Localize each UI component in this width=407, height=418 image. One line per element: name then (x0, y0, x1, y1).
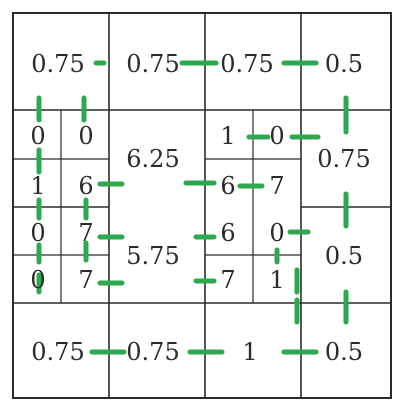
value-label-inner-8: 1 (269, 266, 284, 294)
value-label-inner-5: 6 (220, 219, 235, 247)
value-label-bottom-3: 1 (242, 338, 257, 366)
value-label-inner-7: 7 (220, 266, 235, 294)
value-label-bottom-2: 0.75 (126, 338, 179, 366)
value-label-left-1: 0 (30, 122, 45, 150)
value-label-inner-1: 1 (220, 122, 235, 150)
outer-border (12, 12, 392, 399)
value-label-top-3: 0.75 (220, 50, 273, 78)
value-label-top-4: 0.5 (325, 50, 363, 78)
value-label-right-2: 0.5 (325, 242, 363, 270)
value-label-top-1: 0.75 (31, 50, 84, 78)
value-label-right-1: 0.75 (317, 145, 370, 173)
value-label-inner-3: 6 (220, 172, 235, 200)
value-label-bottom-1: 0.75 (31, 338, 84, 366)
grid-lines (12, 12, 392, 399)
value-label-left-6: 7 (78, 219, 93, 247)
value-label-left-5: 0 (30, 219, 45, 247)
value-label-center-bottom: 5.75 (126, 242, 179, 270)
green-dashes (36, 60, 349, 355)
value-label-left-4: 6 (78, 172, 93, 200)
value-label-inner-4: 7 (269, 172, 284, 200)
value-label-inner-2: 0 (269, 122, 284, 150)
value-label-left-7: 0 (30, 266, 45, 294)
value-label-bottom-4: 0.5 (325, 338, 363, 366)
value-label-left-3: 1 (30, 172, 45, 200)
value-label-center-top: 6.25 (126, 145, 179, 173)
value-label-left-2: 0 (78, 122, 93, 150)
value-label-inner-6: 0 (269, 219, 284, 247)
value-label-left-8: 7 (78, 266, 93, 294)
cell-labels: 0.75 0.75 0.75 0.5 0 0 1 6 0 7 0 7 6.25 … (30, 50, 370, 366)
value-label-top-2: 0.75 (126, 50, 179, 78)
